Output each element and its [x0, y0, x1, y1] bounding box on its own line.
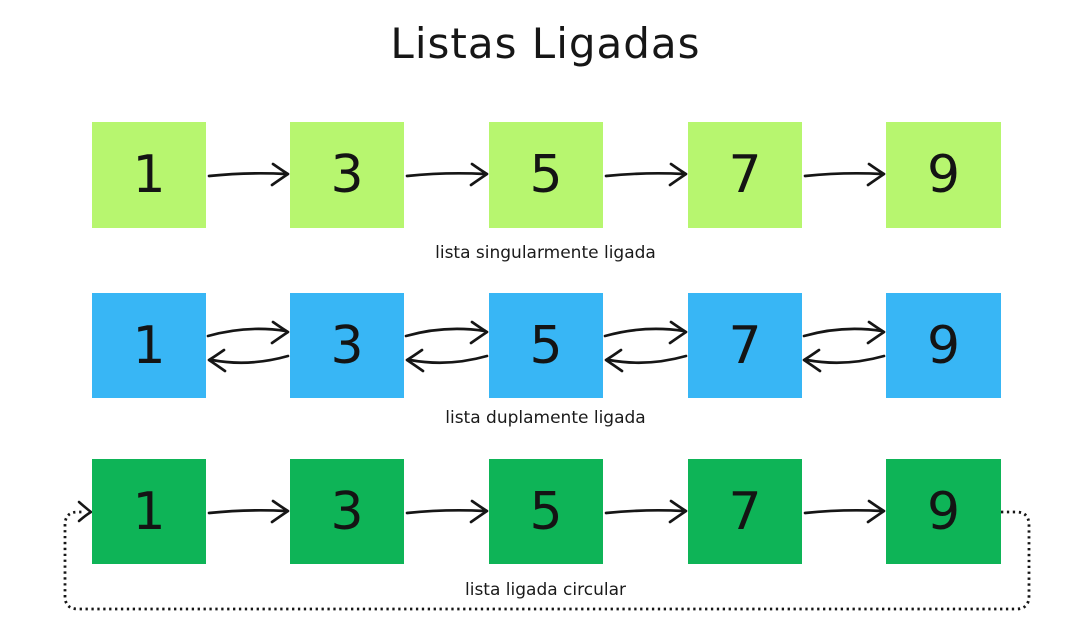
node-value: 7 [728, 315, 762, 376]
prev-pointer-arrow [607, 354, 688, 365]
node-value: 9 [926, 315, 961, 376]
arrowhead-icon [668, 320, 688, 345]
arrowhead-icon [469, 320, 489, 345]
node-doubly-7: 7 [688, 293, 802, 398]
prev-pointer-arrow [805, 354, 886, 365]
arrowhead-icon [668, 499, 688, 524]
node-singly-7: 7 [688, 122, 802, 228]
node-doubly-9: 9 [886, 293, 1001, 398]
node-circular-7: 7 [688, 459, 802, 564]
node-value: 3 [330, 145, 364, 205]
arrowhead-icon [270, 499, 290, 524]
arrowhead-icon [207, 348, 227, 373]
node-value: 1 [132, 481, 166, 542]
arrowhead-icon [668, 162, 688, 187]
node-value: 1 [132, 315, 166, 376]
page-title: Listas Ligadas [390, 19, 701, 68]
arrowhead-icon [604, 348, 624, 373]
node-value: 3 [330, 315, 364, 376]
node-singly-3: 3 [290, 122, 404, 228]
node-doubly-3: 3 [290, 293, 404, 398]
arrowhead-icon [77, 500, 93, 523]
caption-singly: lista singularmente ligada [435, 243, 656, 263]
caption-doubly: lista duplamente ligada [445, 408, 646, 428]
node-doubly-5: 5 [489, 293, 603, 398]
node-doubly-1: 1 [92, 293, 206, 398]
next-pointer-arrow [604, 508, 686, 515]
next-pointer-arrow [803, 171, 884, 178]
node-value: 5 [529, 315, 563, 376]
node-value: 1 [132, 145, 166, 205]
node-singly-5: 5 [489, 122, 603, 228]
caption-circular: lista ligada circular [465, 580, 626, 600]
node-singly-1: 1 [92, 122, 206, 228]
prev-pointer-arrow [408, 354, 489, 365]
next-pointer-arrow [802, 327, 884, 338]
next-pointer-arrow [603, 327, 686, 338]
node-circular-5: 5 [489, 459, 603, 564]
next-pointer-arrow [207, 171, 288, 178]
next-pointer-arrow [405, 171, 487, 178]
arrowhead-icon [469, 162, 489, 187]
arrowhead-icon [866, 162, 886, 187]
node-value: 5 [529, 145, 563, 205]
node-circular-3: 3 [290, 459, 404, 564]
next-pointer-arrow [803, 508, 884, 515]
next-pointer-arrow [405, 508, 487, 515]
next-pointer-arrow [404, 327, 487, 338]
next-pointer-arrow [206, 327, 288, 338]
arrowhead-icon [270, 320, 290, 345]
arrowhead-icon [866, 320, 886, 345]
node-value: 7 [728, 481, 762, 542]
node-circular-9: 9 [886, 459, 1001, 564]
node-circular-1: 1 [92, 459, 206, 564]
node-value: 9 [926, 481, 961, 542]
arrowhead-icon [270, 162, 290, 187]
arrowhead-icon [802, 348, 822, 373]
next-pointer-arrow [604, 171, 686, 178]
prev-pointer-arrow [210, 354, 290, 365]
node-singly-9: 9 [886, 122, 1001, 228]
arrowhead-icon [469, 499, 489, 524]
node-value: 9 [926, 145, 961, 205]
arrowhead-icon [405, 348, 425, 373]
next-pointer-arrow [207, 508, 288, 515]
arrowhead-icon [866, 499, 886, 524]
node-value: 5 [529, 481, 563, 542]
node-value: 3 [330, 481, 364, 542]
node-value: 7 [728, 145, 762, 205]
